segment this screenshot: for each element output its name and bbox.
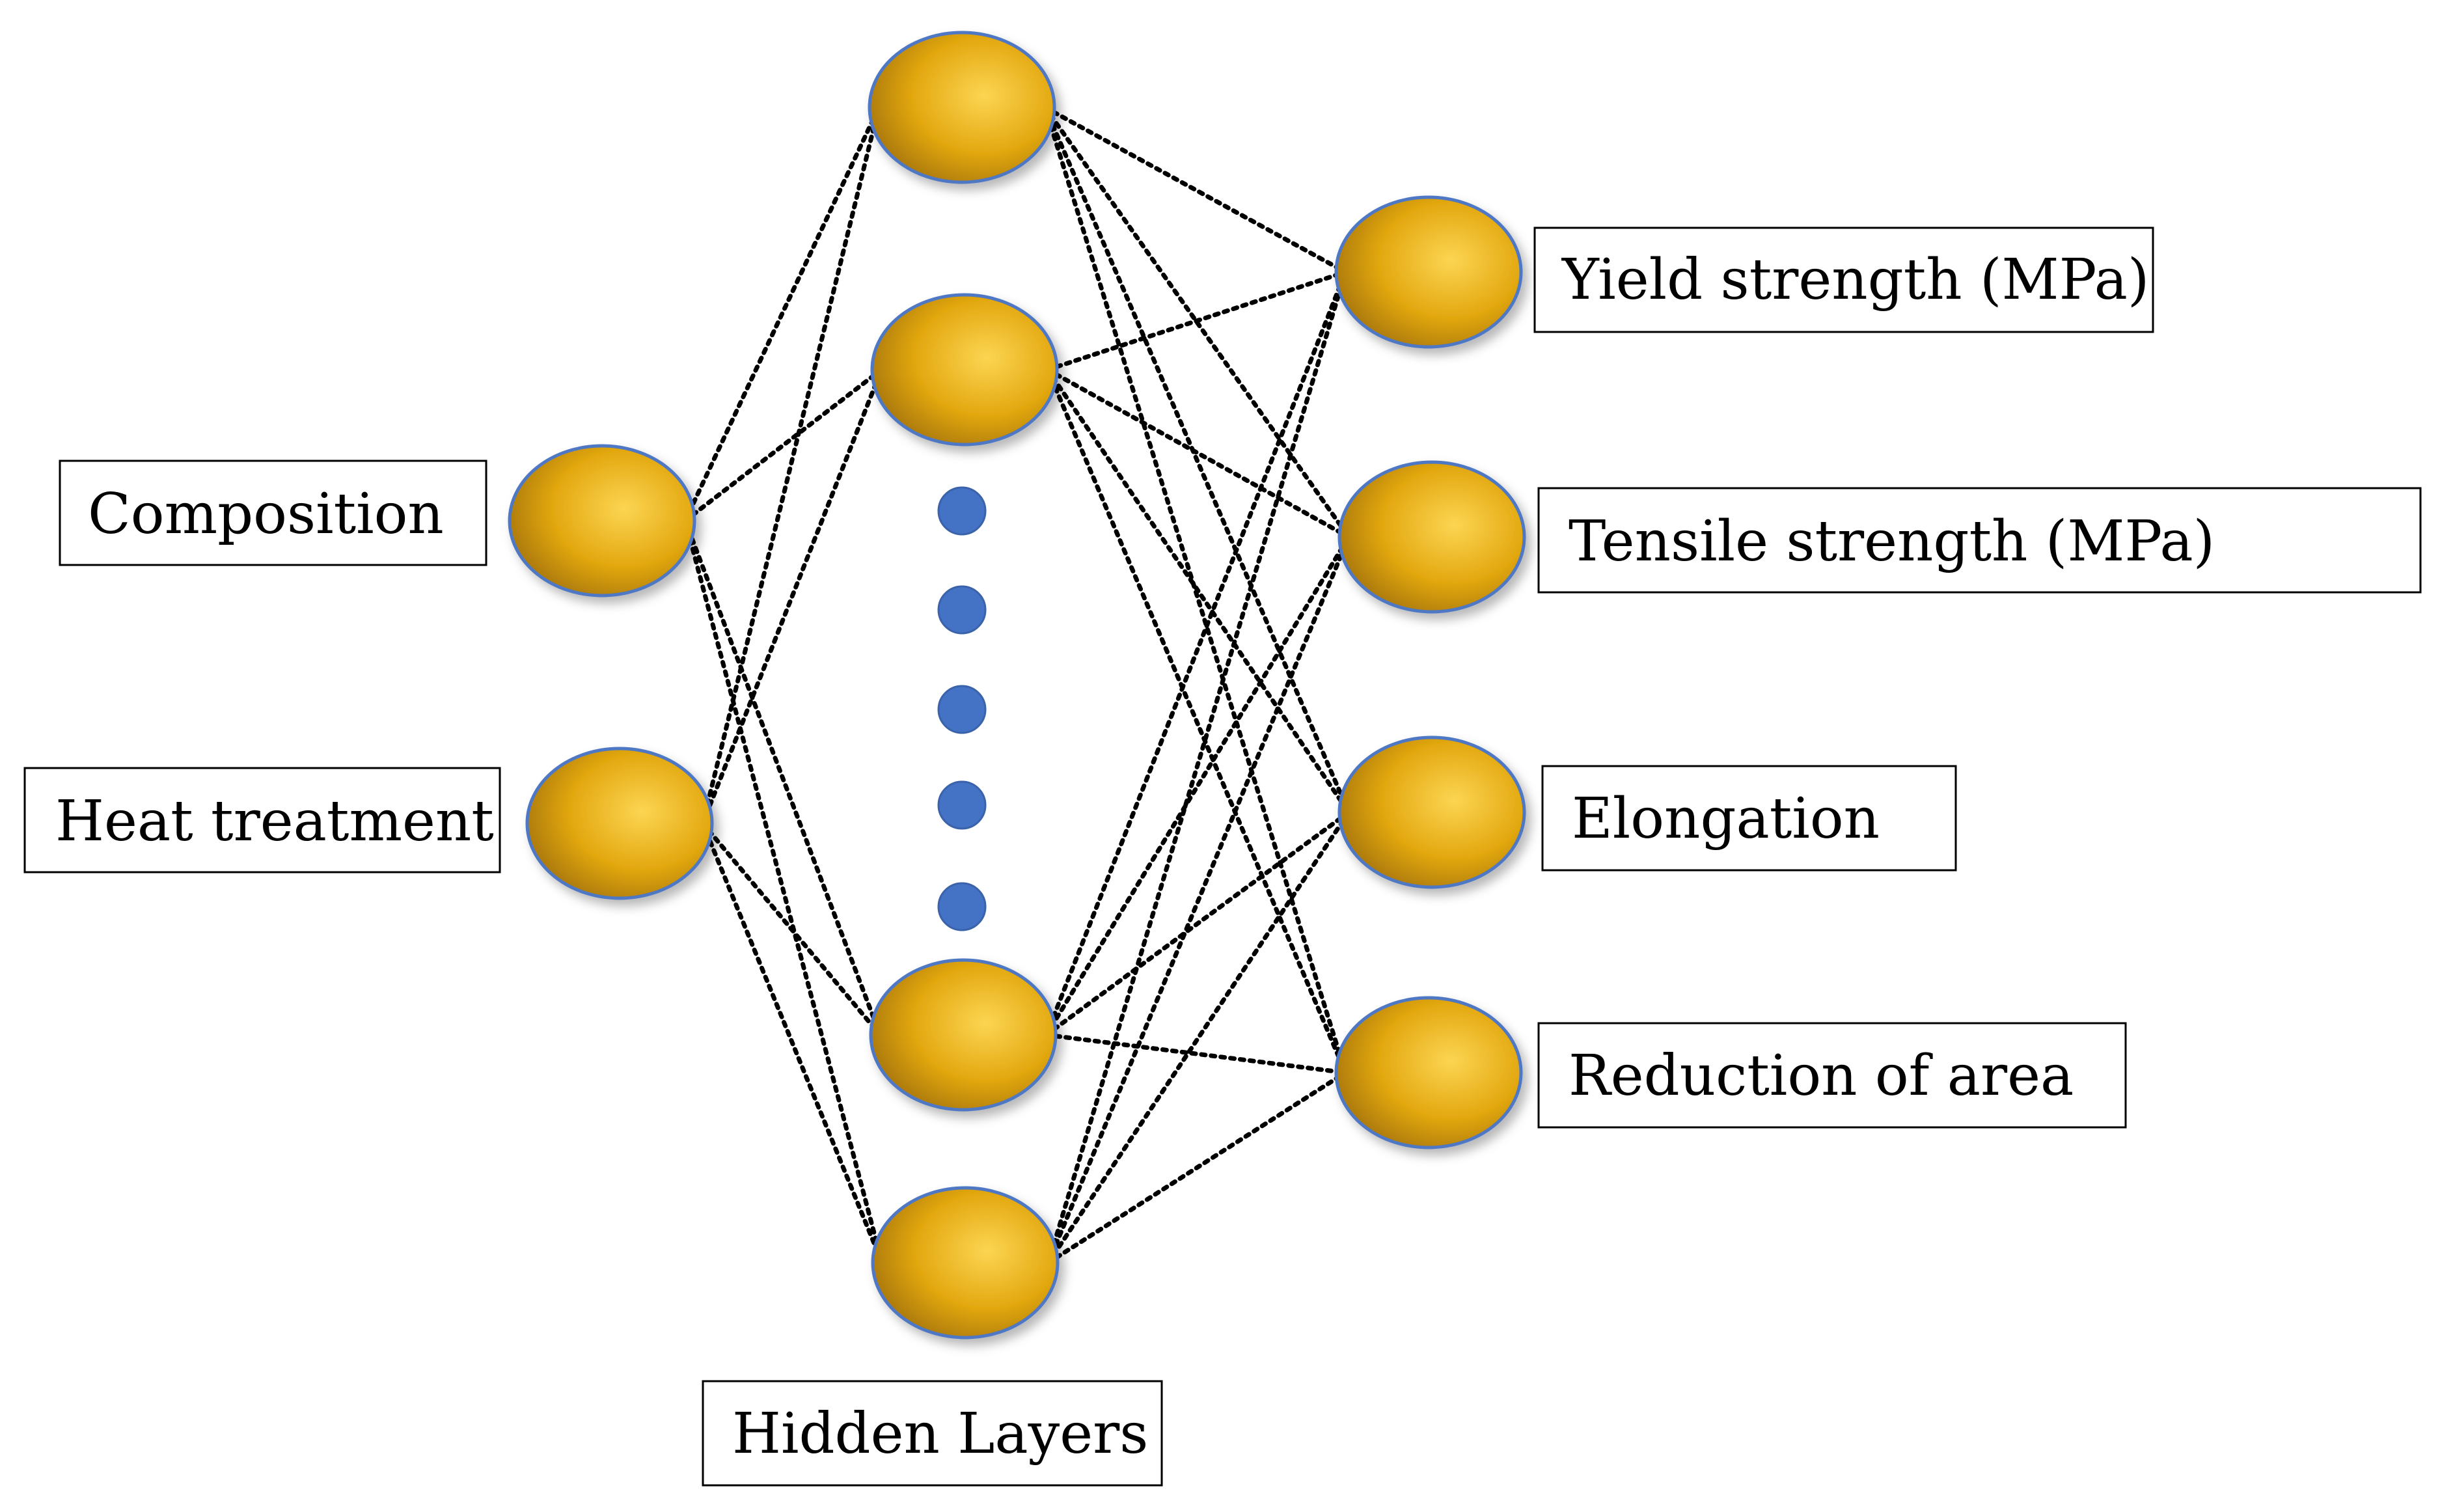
connection-line bbox=[1045, 367, 1351, 815]
connection-line bbox=[683, 518, 883, 1038]
output-label-text: Yield strength (MPa) bbox=[1561, 247, 2149, 312]
ellipsis-dot-3 bbox=[937, 685, 987, 734]
connection-line bbox=[1045, 367, 1351, 540]
output-label-text: Tensile strength (MPa) bbox=[1569, 509, 2215, 574]
hidden-node-1 bbox=[868, 31, 1056, 184]
hidden-node-2 bbox=[870, 293, 1059, 447]
connection-line bbox=[1043, 105, 1348, 275]
connection-line bbox=[1045, 269, 1348, 372]
connection-line bbox=[1044, 534, 1351, 1038]
connection-line bbox=[1043, 105, 1351, 815]
ellipsis-dot-2 bbox=[937, 585, 987, 635]
connection-line bbox=[1044, 1032, 1348, 1075]
hidden-layers-label: Hidden Layers bbox=[702, 1380, 1163, 1487]
connection-line bbox=[1046, 810, 1351, 1265]
output-node-1 bbox=[1334, 195, 1523, 349]
input-label-heat-treatment: Heat treatment bbox=[23, 767, 501, 873]
connection-line bbox=[1046, 1070, 1348, 1265]
input-label-text: Composition bbox=[88, 482, 444, 547]
connection-line bbox=[1046, 269, 1348, 1265]
connection-line bbox=[683, 367, 884, 523]
connection-line bbox=[683, 105, 881, 523]
output-label-text: Elongation bbox=[1572, 786, 1880, 851]
connection-line bbox=[700, 821, 883, 1038]
connection-line bbox=[700, 821, 884, 1265]
connection-line bbox=[1044, 810, 1351, 1038]
network-nodes bbox=[508, 31, 1526, 1340]
hidden-node-3 bbox=[869, 958, 1058, 1112]
ellipsis-dot-1 bbox=[937, 486, 987, 536]
input-node-1 bbox=[508, 444, 696, 598]
output-node-3 bbox=[1337, 735, 1526, 889]
input-label-text: Heat treatment bbox=[55, 789, 494, 854]
connection-line bbox=[700, 105, 881, 826]
ellipsis-dot-4 bbox=[937, 780, 987, 830]
connection-line bbox=[1044, 269, 1348, 1038]
output-label-text: Reduction of area bbox=[1569, 1043, 2074, 1108]
output-label-tensile-strength: Tensile strength (MPa) bbox=[1537, 487, 2422, 594]
connection-line bbox=[683, 518, 884, 1265]
input-label-composition: Composition bbox=[59, 460, 487, 566]
hidden-node-4 bbox=[871, 1186, 1060, 1340]
output-node-2 bbox=[1337, 460, 1526, 614]
connection-line bbox=[1046, 534, 1351, 1265]
ellipsis-dot-5 bbox=[937, 882, 987, 931]
input-node-2 bbox=[525, 747, 714, 900]
output-label-yield-strength: Yield strength (MPa) bbox=[1533, 227, 2154, 333]
connection-line bbox=[700, 367, 884, 826]
output-label-reduction-of-area: Reduction of area bbox=[1537, 1022, 2127, 1129]
output-label-elongation: Elongation bbox=[1541, 765, 1957, 872]
connection-lines bbox=[683, 105, 1351, 1265]
output-node-4 bbox=[1334, 996, 1523, 1149]
hidden-layers-label-text: Hidden Layers bbox=[732, 1401, 1148, 1466]
connection-line bbox=[1045, 367, 1348, 1075]
